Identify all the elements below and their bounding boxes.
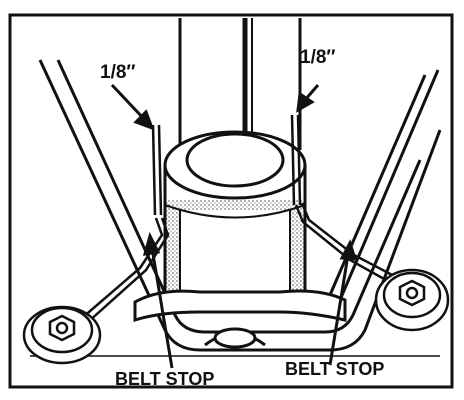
belt-stop-label-left: BELT STOP bbox=[115, 369, 214, 389]
lower-brace bbox=[133, 289, 347, 349]
gap-label-left: 1/8″ bbox=[100, 62, 136, 83]
belt-guide-arms bbox=[38, 59, 442, 352]
bolt-right bbox=[374, 268, 450, 332]
bolt-left bbox=[22, 305, 102, 365]
pulley-hub bbox=[163, 130, 307, 300]
belt-gap-lines bbox=[151, 114, 302, 216]
belt-stop-right bbox=[294, 202, 399, 287]
callout-arrows bbox=[110, 83, 358, 369]
belt-stop-label-right: BELT STOP bbox=[285, 359, 384, 379]
gap-label-right: 1/8″ bbox=[300, 47, 336, 68]
